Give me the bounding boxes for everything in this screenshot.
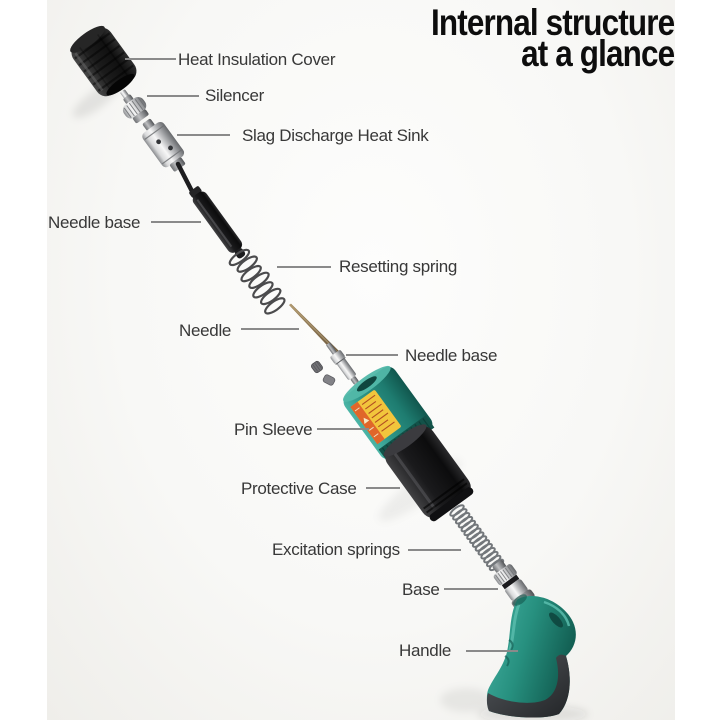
label-needle-base-lower: Needle base <box>405 346 498 365</box>
part-screw-2 <box>322 374 336 386</box>
leader-line-needle-base-upper <box>151 221 201 223</box>
part-resetting-spring <box>228 248 286 315</box>
label-needle: Needle <box>179 321 232 340</box>
label-slag-discharge-heat-sink: Slag Discharge Heat Sink <box>242 126 429 145</box>
part-excitation-spring <box>449 504 505 572</box>
label-needle-base-upper: Needle base <box>48 213 141 232</box>
part-needle-base-upper <box>189 186 246 259</box>
part-handle <box>486 594 576 718</box>
label-base: Base <box>402 580 440 599</box>
warning-sticker <box>350 390 401 445</box>
leader-line-slag-discharge-heat-sink <box>177 134 230 136</box>
label-heat-insulation-cover: Heat Insulation Cover <box>178 50 336 69</box>
label-pin-sleeve: Pin Sleeve <box>234 420 313 439</box>
leader-line-heat-insulation-cover <box>125 58 176 60</box>
soft-shadows <box>72 82 588 720</box>
part-protective-case <box>383 424 474 522</box>
page-title-line-1: Internal structure <box>430 2 675 43</box>
page-title: Internal structure at a glance <box>430 2 675 74</box>
label-protective-case: Protective Case <box>241 479 357 498</box>
leader-line-excitation-springs <box>408 549 461 551</box>
photo-backdrop <box>47 0 675 720</box>
label-silencer: Silencer <box>205 86 265 105</box>
leader-line-needle-base-lower <box>346 354 398 356</box>
label-resetting-spring: Resetting spring <box>339 257 458 276</box>
part-slag-discharge-heat-sink <box>142 119 186 172</box>
page-title-line-2: at a glance <box>520 33 675 74</box>
leader-line-resetting-spring <box>277 266 331 268</box>
part-heat-insulation-cover <box>70 25 137 97</box>
leader-line-base <box>444 588 498 590</box>
part-needle-base-lower <box>326 342 359 385</box>
leader-line-needle <box>241 328 299 330</box>
leader-line-silencer <box>147 95 199 97</box>
part-silencer <box>120 89 149 124</box>
leader-line-pin-sleeve <box>317 428 369 430</box>
leader-line-protective-case <box>366 487 400 489</box>
part-screw-1 <box>311 360 323 374</box>
leader-line-handle <box>466 650 518 652</box>
label-handle: Handle <box>399 641 452 660</box>
label-excitation-springs: Excitation springs <box>272 540 400 559</box>
